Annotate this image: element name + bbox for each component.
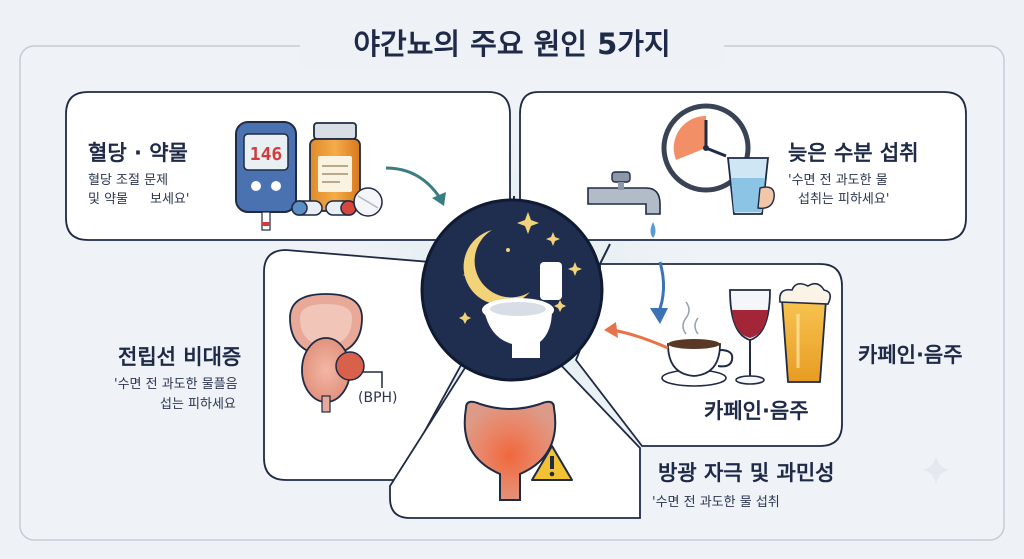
blood-sugar-line1: 혈당 조절 문제	[88, 173, 169, 188]
moon-icon	[463, 230, 530, 305]
water-glass-icon	[726, 157, 775, 215]
blood-sugar-line3: 보세요'	[150, 192, 190, 207]
page-title: 야간뇨의 주요 원인 5가지	[353, 27, 671, 61]
arrow-to-center-1	[385, 166, 442, 199]
beer-glass-icon	[778, 282, 832, 383]
bladder-heading: 방광 자극 및 과민성	[658, 461, 835, 485]
warning-icon	[531, 445, 573, 481]
wine-glass-icon	[729, 289, 771, 385]
pill-bottle-icon	[309, 122, 361, 212]
bladder-icon	[463, 400, 557, 501]
bladder-line1: '수면 전 과도한 물 섭취	[652, 495, 780, 510]
bph-label: (BPH)	[358, 390, 398, 406]
meter-readout: 146	[250, 144, 283, 165]
sparkle-icon	[922, 456, 950, 484]
prostate-line2: 섭는 피하세요	[160, 397, 236, 412]
clock-icon	[661, 103, 751, 193]
prostate-heading: 전립선 비대증	[118, 345, 242, 369]
title-background	[300, 24, 724, 68]
stars-icon	[459, 212, 582, 324]
center-circle	[420, 198, 604, 382]
late-fluid-heading: 늦은 수분 섭취	[788, 141, 919, 165]
prostate-line1: '수면 전 과도한 물플음	[114, 377, 238, 392]
prostate-icon	[289, 293, 383, 413]
caffeine-card-heading: 카페인·음주	[704, 399, 809, 423]
pills-icon	[291, 187, 383, 217]
blood-sugar-line2: 및 약물	[88, 192, 129, 207]
glucose-meter-icon	[235, 121, 297, 231]
late-fluid-line1: '수면 전 과도한 물	[788, 173, 888, 188]
coffee-cup-icon	[661, 301, 734, 387]
caffeine-side-heading: 카페인·음주	[858, 343, 963, 367]
faucet-icon	[587, 171, 661, 238]
late-fluid-line2: 섭취는 피하세요'	[798, 192, 890, 207]
toilet-icon	[482, 262, 562, 358]
blood-sugar-heading: 혈당 · 약물	[88, 141, 188, 165]
